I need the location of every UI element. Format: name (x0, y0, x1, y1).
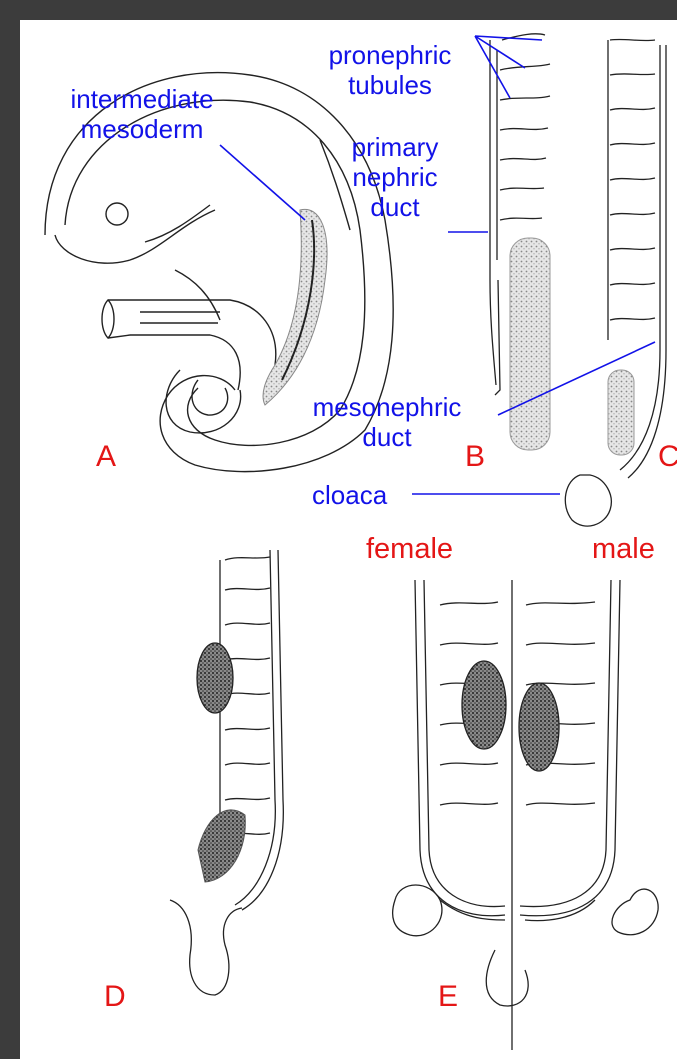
label-mesoderm-line2: mesoderm (42, 114, 242, 144)
label-duct-line2: duct (302, 422, 472, 452)
panel-label-b: B (465, 440, 485, 474)
label-primary-line1: primary (340, 132, 450, 162)
label-mesonephric-duct: mesonephric duct (302, 392, 472, 452)
label-pronephric-tubules: pronephric tubules (310, 40, 470, 100)
panel-label-c: C (658, 440, 677, 474)
leader-intermediate-mesoderm (220, 145, 305, 220)
panel-label-e: E (438, 980, 458, 1014)
label-tubules-line2: tubules (310, 70, 470, 100)
label-intermediate-mesoderm: intermediate mesoderm (42, 84, 242, 144)
intermediate-mesoderm-region (263, 209, 327, 405)
embryo-d-drawing (170, 550, 283, 995)
label-mesonephric-line1: mesonephric (302, 392, 472, 422)
metanephros-d (198, 810, 245, 882)
label-female: female (366, 532, 453, 566)
embryo-e-drawing (393, 580, 659, 1050)
diagram-canvas: intermediate mesoderm pronephric tubules… (20, 20, 677, 1059)
panel-label-d: D (104, 980, 126, 1014)
label-nephric-line2: nephric (340, 162, 450, 192)
label-male: male (592, 532, 655, 566)
mesonephros-region-b (510, 238, 550, 450)
label-pronephric-line1: pronephric (310, 40, 470, 70)
label-intermediate-line1: intermediate (42, 84, 242, 114)
label-duct-line3: duct (340, 192, 450, 222)
label-primary-nephric-duct: primary nephric duct (340, 132, 450, 222)
mesonephros-region-c (608, 370, 634, 455)
ovary-e (462, 661, 506, 749)
gonad-d (197, 643, 233, 713)
label-cloaca: cloaca (312, 480, 387, 510)
panel-label-a: A (96, 440, 116, 474)
testis-e (519, 683, 559, 771)
